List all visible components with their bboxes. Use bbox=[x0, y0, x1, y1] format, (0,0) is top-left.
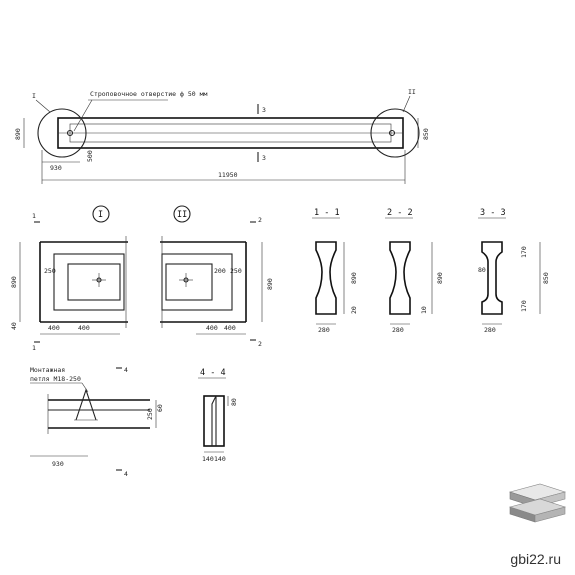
detail-II-outer-frame bbox=[161, 253, 233, 311]
section-2-2: 2 - 2 890 10 280 bbox=[385, 208, 444, 334]
section-2-2-title: 2 - 2 bbox=[387, 208, 413, 218]
loop-dim-930: 930 bbox=[52, 460, 64, 468]
mounting-loop-detail: Монтажная петля М18-250 4 4 250 60 930 bbox=[30, 366, 164, 478]
section-1-1-title: 1 - 1 bbox=[314, 208, 340, 218]
section-4-4-dim-140a: 140 bbox=[202, 455, 214, 463]
section-2-2-dim-890: 890 bbox=[436, 272, 444, 284]
detail-I-outer-frame bbox=[53, 253, 125, 311]
cut-4-mark-bottom: 4 bbox=[124, 470, 128, 478]
section-3-3-dim-170-bottom: 170 bbox=[520, 300, 528, 312]
detail-I-dim-890: 890 bbox=[10, 276, 18, 288]
detail-II-dim-200: 200 bbox=[214, 267, 226, 275]
loop-dim-60: 60 bbox=[156, 404, 164, 412]
cut-4-mark-top: 4 bbox=[124, 366, 128, 374]
section-4-4-dim-140b: 140 bbox=[214, 455, 226, 463]
dim-11950: 11950 bbox=[218, 171, 238, 179]
loop-caption-leader bbox=[81, 382, 89, 393]
section-4-4-loop bbox=[211, 395, 217, 446]
section-3-3-profile bbox=[481, 241, 503, 315]
cut-1-mark-bottom: 1 bbox=[32, 344, 36, 352]
dim-890-plan: 890 bbox=[14, 128, 22, 140]
cut-1-mark-top: 1 bbox=[32, 212, 36, 220]
loop-caption-1: Монтажная bbox=[30, 366, 65, 374]
dim-500-plan: 500 bbox=[86, 150, 94, 162]
leader-I bbox=[35, 99, 51, 113]
detail-II-dim-400a: 400 bbox=[206, 324, 218, 332]
section-3-3-dim-170-top: 170 bbox=[520, 246, 528, 258]
section-1-1-dim-890: 890 bbox=[350, 272, 358, 284]
section-3-mark-top: 3 bbox=[262, 106, 266, 114]
plan-view: I II Строповочное отверстие ф 50 мм 3 3 … bbox=[14, 88, 430, 184]
callout-label-II: II bbox=[408, 88, 416, 96]
detail-II-inner-frame bbox=[165, 263, 213, 301]
detail-I-dim-400b: 400 bbox=[78, 324, 90, 332]
callout-circle-II bbox=[370, 108, 420, 158]
section-1-1: 1 - 1 890 20 280 bbox=[312, 208, 358, 334]
detail-I-dim-250: 250 bbox=[44, 267, 56, 275]
brand-logo-icon bbox=[508, 483, 567, 523]
section-2-2-dim-280: 280 bbox=[392, 326, 404, 334]
lifting-hole-right bbox=[388, 129, 396, 137]
section-4-4-profile bbox=[203, 395, 225, 447]
lifting-hole-note: Строповочное отверстие ф 50 мм bbox=[90, 90, 207, 98]
dim-930-plan: 930 bbox=[50, 164, 62, 172]
section-4-4-title: 4 - 4 bbox=[200, 368, 226, 378]
cut-2-mark-bottom: 2 bbox=[258, 340, 262, 348]
section-1-1-dim-20: 20 bbox=[350, 306, 358, 314]
note-leader bbox=[73, 99, 93, 132]
callout-label-I: I bbox=[32, 92, 36, 100]
section-4-4-dim-80: 80 bbox=[230, 398, 238, 406]
section-2-2-profile bbox=[389, 241, 411, 315]
detail-II: II 2 890 200 250 400 400 2 bbox=[160, 205, 274, 348]
detail-I-dim-400a: 400 bbox=[48, 324, 60, 332]
detail-I: I 1 890 250 40 400 400 1 bbox=[10, 205, 128, 352]
section-1-1-profile bbox=[315, 241, 337, 315]
detail-I-badge bbox=[92, 205, 110, 223]
section-3-3: 3 - 3 850 80 170 170 280 bbox=[478, 208, 550, 334]
detail-II-dim-400b: 400 bbox=[224, 324, 236, 332]
detail-I-dim-40: 40 bbox=[10, 322, 18, 330]
detail-I-label: I bbox=[98, 210, 103, 220]
section-3-3-title: 3 - 3 bbox=[480, 208, 506, 218]
section-3-3-dim-80: 80 bbox=[478, 266, 486, 274]
section-1-1-dim-280: 280 bbox=[318, 326, 330, 334]
loop-caption-2: петля М18-250 bbox=[30, 375, 81, 383]
dim-850-plan: 850 bbox=[422, 128, 430, 140]
brand-site-text: gbi22.ru bbox=[510, 551, 561, 567]
loop-shape bbox=[75, 388, 97, 421]
detail-II-dim-250: 250 bbox=[230, 267, 242, 275]
section-3-3-dim-280: 280 bbox=[484, 326, 496, 334]
lifting-hole-left bbox=[66, 129, 74, 137]
callout-circle-I bbox=[37, 108, 87, 158]
detail-II-badge bbox=[173, 205, 191, 223]
leader-II bbox=[402, 95, 411, 113]
loop-dim-250: 250 bbox=[146, 408, 154, 420]
detail-II-dim-890: 890 bbox=[266, 278, 274, 290]
section-3-3-dim-850: 850 bbox=[542, 272, 550, 284]
detail-I-inner-frame bbox=[67, 263, 121, 301]
section-4-4: 4 - 4 80 140 140 bbox=[198, 368, 238, 463]
section-2-2-dim-10: 10 bbox=[420, 306, 428, 314]
section-3-mark-bottom: 3 bbox=[262, 154, 266, 162]
cut-2-mark-top: 2 bbox=[258, 216, 262, 224]
detail-II-label: II bbox=[177, 210, 187, 220]
